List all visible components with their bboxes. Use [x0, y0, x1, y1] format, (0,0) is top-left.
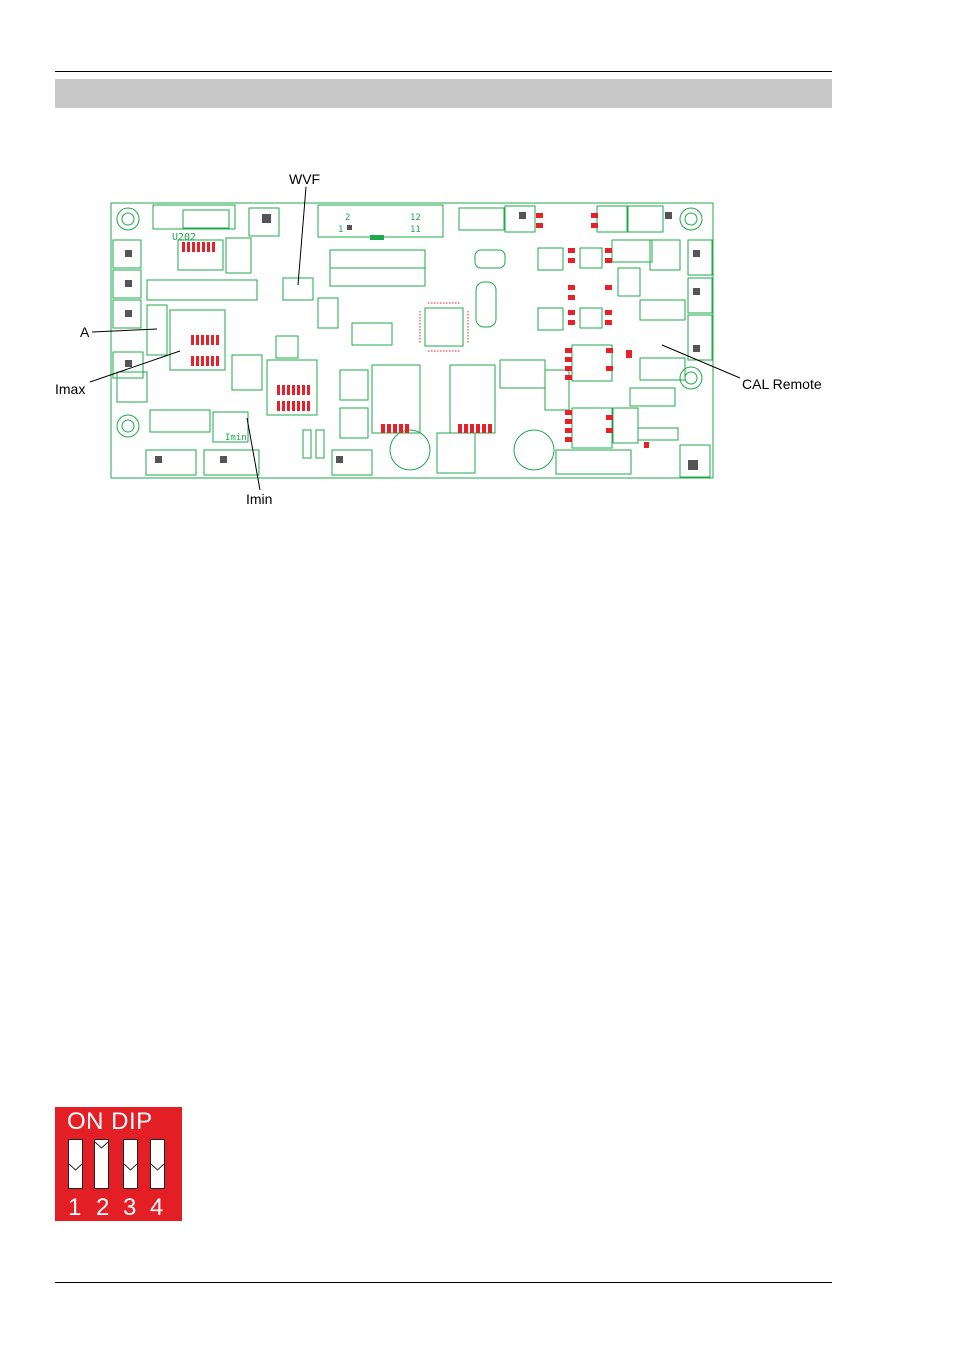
- section-header-band: [55, 79, 832, 108]
- switch-3-knob: [124, 1140, 137, 1188]
- dip-title: ON DIP: [67, 1108, 153, 1136]
- pcb-figure: 2 12 1 11 U202 Imin WVF A Imax Imin CAL …: [0, 160, 954, 520]
- dip-number-1: 1: [68, 1194, 81, 1222]
- dip-number-3: 3: [123, 1194, 136, 1222]
- dip-switch-2: [94, 1139, 109, 1189]
- switch-2-knob: [95, 1140, 108, 1188]
- mcu-chip: [425, 308, 463, 346]
- chip-label-u202: U202: [172, 232, 196, 243]
- regulator-2: [450, 365, 495, 433]
- callout-cal-remote: CAL Remote: [742, 376, 822, 392]
- regulator-1: [372, 365, 420, 433]
- callout-imax: Imax: [55, 381, 85, 397]
- mount-hole-r: [680, 367, 702, 389]
- pcb-drawing: 2 12 1 11 U202 Imin: [0, 160, 954, 520]
- callout-a: A: [80, 324, 89, 340]
- callout-imin: Imin: [246, 491, 272, 507]
- imax-leader-line: [90, 351, 180, 382]
- connector-label-11: 11: [410, 225, 421, 235]
- callout-wvf: WVF: [289, 171, 320, 187]
- dip-number-2: 2: [96, 1194, 109, 1222]
- mount-hole-tl: [117, 208, 139, 230]
- imin-leader-line: [247, 418, 260, 490]
- top-rule: [55, 71, 832, 72]
- switch-1-knob: [69, 1140, 82, 1188]
- chip-label-imin: Imin: [225, 433, 247, 443]
- dip-number-4: 4: [150, 1194, 163, 1222]
- connector-label-1: 1: [338, 225, 343, 235]
- switch-4-knob: [151, 1140, 164, 1188]
- dip-switch-diagram: ON DIP 1 2 3 4: [55, 1107, 182, 1221]
- connector-label-2: 2: [345, 213, 350, 223]
- mount-hole-tr: [680, 208, 702, 230]
- dip-switch-4: [150, 1139, 165, 1189]
- dip-switch-3: [123, 1139, 138, 1189]
- connector-label-12: 12: [410, 213, 421, 223]
- mount-hole-bl: [117, 415, 139, 437]
- bottom-rule: [55, 1282, 832, 1283]
- dip-switch-1: [68, 1139, 83, 1189]
- wvf-leader-line: [298, 187, 306, 285]
- wvf-connector: [318, 205, 443, 237]
